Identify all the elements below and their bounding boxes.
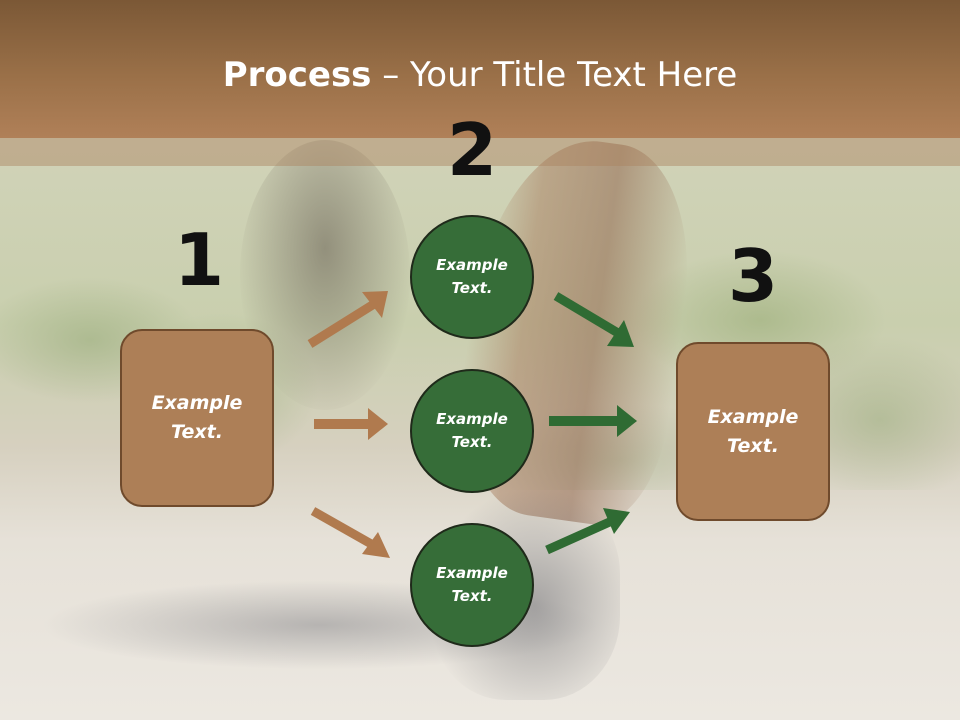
slide-title[interactable]: Process – Your Title Text Here [0,54,960,96]
title-bar [0,0,960,138]
step-number-3: 3 [727,234,779,318]
step-number-2: 2 [446,108,498,192]
step-circle-2[interactable]: Example Text. [410,369,534,493]
arrow-from-circle-2-head [617,405,637,437]
arrow-from-circle-1-shaft [553,292,621,337]
output-box-text: Example Text. [707,405,799,457]
step-circle-1-text: Example Text. [436,256,508,297]
step-circle-3-text: Example Text. [436,564,508,605]
green-arrows [545,292,637,555]
arrow-from-circle-1-head [607,320,634,347]
arrow-from-circle-3-head [603,508,630,534]
arrow-to-circle-3-head [362,532,390,558]
arrow-to-circle-2-head [368,408,388,440]
input-box-text: Example Text. [151,392,243,443]
arrow-to-circle-3-shaft [310,507,376,549]
title-band [0,138,960,166]
title-bold: Process [222,55,372,95]
step-circle-2-text: Example Text. [436,410,508,451]
step-circle-3[interactable]: Example Text. [410,523,534,647]
step-number-1: 1 [173,218,225,302]
arrow-to-circle-1-shaft [307,300,377,348]
title-rest: – Your Title Text Here [371,55,738,95]
step-circle-1[interactable]: Example Text. [410,215,534,339]
brown-arrows [307,291,390,558]
output-box[interactable]: Example Text. [676,342,830,521]
arrow-to-circle-1-head [362,291,388,318]
arrow-from-circle-3-shaft [545,515,616,555]
input-box[interactable]: Example Text. [120,329,274,507]
